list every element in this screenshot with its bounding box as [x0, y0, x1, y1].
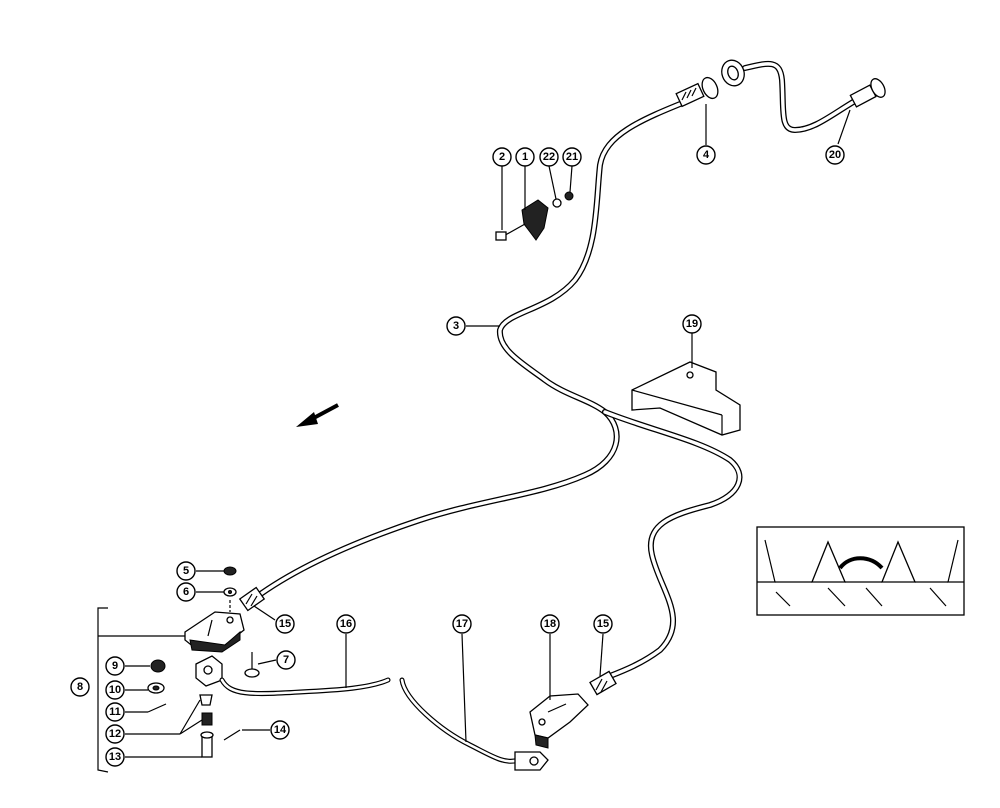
callout-13-label: 13 — [109, 751, 121, 763]
control-lever-assembly-left — [97, 566, 266, 773]
callout-2: 2 — [492, 147, 512, 167]
callout-8: 8 — [70, 677, 90, 697]
cable-20 — [721, 59, 886, 133]
callout-11: 11 — [105, 702, 125, 722]
callout-15-left: 15 — [275, 614, 295, 634]
direction-arrow-icon — [296, 403, 339, 427]
callout-4: 4 — [696, 145, 716, 165]
callout-5-label: 5 — [183, 565, 189, 577]
callout-20-label: 20 — [829, 149, 841, 161]
callout-3: 3 — [446, 316, 466, 336]
leader-lines — [125, 104, 851, 758]
control-lever-18 — [529, 670, 617, 749]
callout-6: 6 — [176, 582, 196, 602]
callout-19: 19 — [682, 314, 702, 334]
callout-7-label: 7 — [283, 654, 289, 666]
callout-4-label: 4 — [703, 149, 710, 161]
callout-6-label: 6 — [183, 586, 189, 598]
callout-21: 21 — [562, 147, 582, 167]
callout-1: 1 — [515, 147, 535, 167]
callout-14: 14 — [270, 720, 290, 740]
bracket-19 — [631, 361, 741, 436]
inset-view — [756, 526, 965, 616]
callout-8-label: 8 — [77, 681, 83, 693]
callout-20: 20 — [825, 145, 845, 165]
callout-13: 13 — [105, 747, 125, 767]
callout-5: 5 — [176, 561, 196, 581]
callout-15-left-label: 15 — [279, 618, 291, 630]
callout-9-label: 9 — [112, 660, 118, 672]
rod-17 — [399, 677, 549, 771]
callout-12-label: 12 — [109, 728, 121, 740]
callout-9: 9 — [105, 656, 125, 676]
callout-1-label: 1 — [522, 151, 528, 163]
callout-18-label: 18 — [544, 618, 556, 630]
callout-14-label: 14 — [274, 724, 287, 736]
callout-17-label: 17 — [456, 618, 468, 630]
callout-10-label: 10 — [109, 684, 121, 696]
callout-22-label: 22 — [543, 151, 555, 163]
callout-15-right: 15 — [593, 614, 613, 634]
cable-3 — [252, 97, 743, 681]
callout-18: 18 — [540, 614, 560, 634]
callout-21-label: 21 — [566, 151, 578, 163]
callout-7: 7 — [276, 650, 296, 670]
callout-17: 17 — [452, 614, 472, 634]
callout-3-label: 3 — [453, 320, 459, 332]
callout-22: 22 — [539, 147, 559, 167]
callout-19-label: 19 — [686, 318, 698, 330]
callout-11-label: 11 — [109, 706, 121, 718]
cable-end-fitting-4 — [675, 76, 719, 108]
callout-2-label: 2 — [499, 151, 505, 163]
callout-16: 16 — [336, 614, 356, 634]
callout-10: 10 — [105, 680, 125, 700]
callout-12: 12 — [105, 724, 125, 744]
rod-16 — [219, 677, 391, 697]
callout-16-label: 16 — [340, 618, 352, 630]
callout-15-right-label: 15 — [597, 618, 609, 630]
bracket-1-assembly — [495, 191, 574, 241]
